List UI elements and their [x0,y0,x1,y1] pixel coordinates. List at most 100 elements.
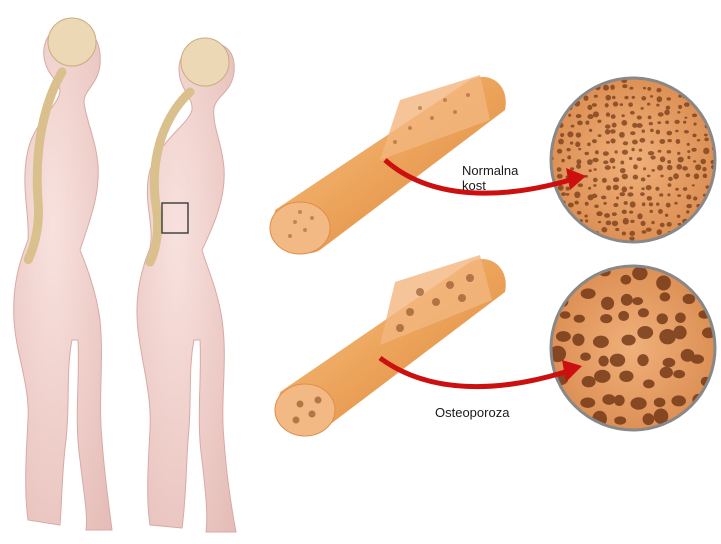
bone-pore [640,192,645,196]
magnified-osteoporosis-bone [536,244,716,431]
bone-pore [648,116,652,120]
bone-pore [667,222,672,227]
bone-pore [637,213,642,219]
bone-pore [621,335,635,346]
bone-pore [660,156,665,162]
bone-pore [592,103,597,107]
bone-pore [709,113,714,118]
bone-pore [714,236,719,240]
bone-pore [561,266,577,278]
bone-pore [660,367,673,378]
bone-pore [643,379,654,388]
bone-pore [684,70,689,74]
bone-pore [559,228,564,234]
bone-pore [630,201,636,207]
bone-pore [693,160,696,162]
bone-pore [603,202,606,205]
bone-pore [675,130,678,133]
bone-pore [656,130,660,135]
bone-pore [683,121,686,124]
bone-pore [639,149,643,152]
bone-pore [606,185,611,190]
bone-pore [606,141,610,144]
bone-pore [578,148,581,150]
bone-pore [584,95,589,100]
bone-pore [543,160,547,164]
bone-pore [640,107,643,110]
bone-pore [666,150,671,154]
bone-pore [605,103,609,107]
bone-pore [630,131,635,135]
bone-pore [616,196,619,199]
bone-pore [637,354,648,366]
bone-pore [647,196,652,201]
bone-pore [541,86,544,90]
bone-pore [659,139,665,144]
bone-pore [601,297,614,310]
bone-pore [593,168,596,170]
bone-pore [592,67,598,72]
bone-pore [612,212,617,216]
bone-pore [569,77,572,81]
bone-pore [623,141,628,145]
bone-pore [576,232,580,235]
bone-pore [691,237,697,242]
bone-pore [567,131,573,137]
bone-pore [605,95,611,101]
bone-pore [623,218,629,225]
bone-pore [583,64,589,71]
bone-pore [610,85,615,90]
bone-pore [694,173,699,179]
bone-pore [566,193,570,196]
bone-pore [595,150,599,154]
bone-pore [582,376,596,387]
bone-pore [610,354,625,367]
bone-pore [683,187,687,191]
bone-pore [629,87,633,90]
bone-pore [702,167,706,171]
bone-pore [714,105,718,109]
bone-pore [576,132,581,137]
bone-pore [666,131,672,136]
bone-pore [684,130,689,134]
bone-pore [560,133,564,137]
bone-pore [600,314,612,323]
bone-pore [615,228,619,231]
bone-pore [561,192,566,196]
bone-pore [601,195,606,199]
bone-pore [651,221,654,224]
bone-pore [584,214,587,217]
bone-pore [612,221,618,227]
bone-pore [686,210,689,213]
bone-pore [650,95,653,97]
bone-pore [686,204,692,208]
bone-pore [675,188,679,191]
bone-pore [558,222,562,225]
bone-pore [613,185,619,191]
bone-pore [700,270,716,285]
bone-pore [560,95,564,99]
bone-pore [593,178,598,182]
bone-pore [542,229,547,233]
bone-pore [705,242,708,245]
bone-pore [567,226,573,233]
bone-pore [538,252,554,267]
bone-pore [677,215,681,218]
bone-pore [629,186,633,189]
bone-pore [536,333,547,341]
bone-pore [664,109,670,115]
bone-pore [702,212,706,215]
bone-pore [606,112,610,116]
osteoporosis-label: Osteoporoza [435,405,509,420]
bone-pore [569,66,574,70]
bone-pore [541,75,545,78]
bone-pore [610,129,616,133]
bone-pore [658,112,664,116]
bone-pore [678,87,681,90]
bone-pore [658,75,662,78]
bone-pore [576,114,582,118]
bone-pore [587,159,593,165]
bone-pore [538,96,544,100]
bone-pore [682,166,688,171]
bone-pore [611,71,616,75]
